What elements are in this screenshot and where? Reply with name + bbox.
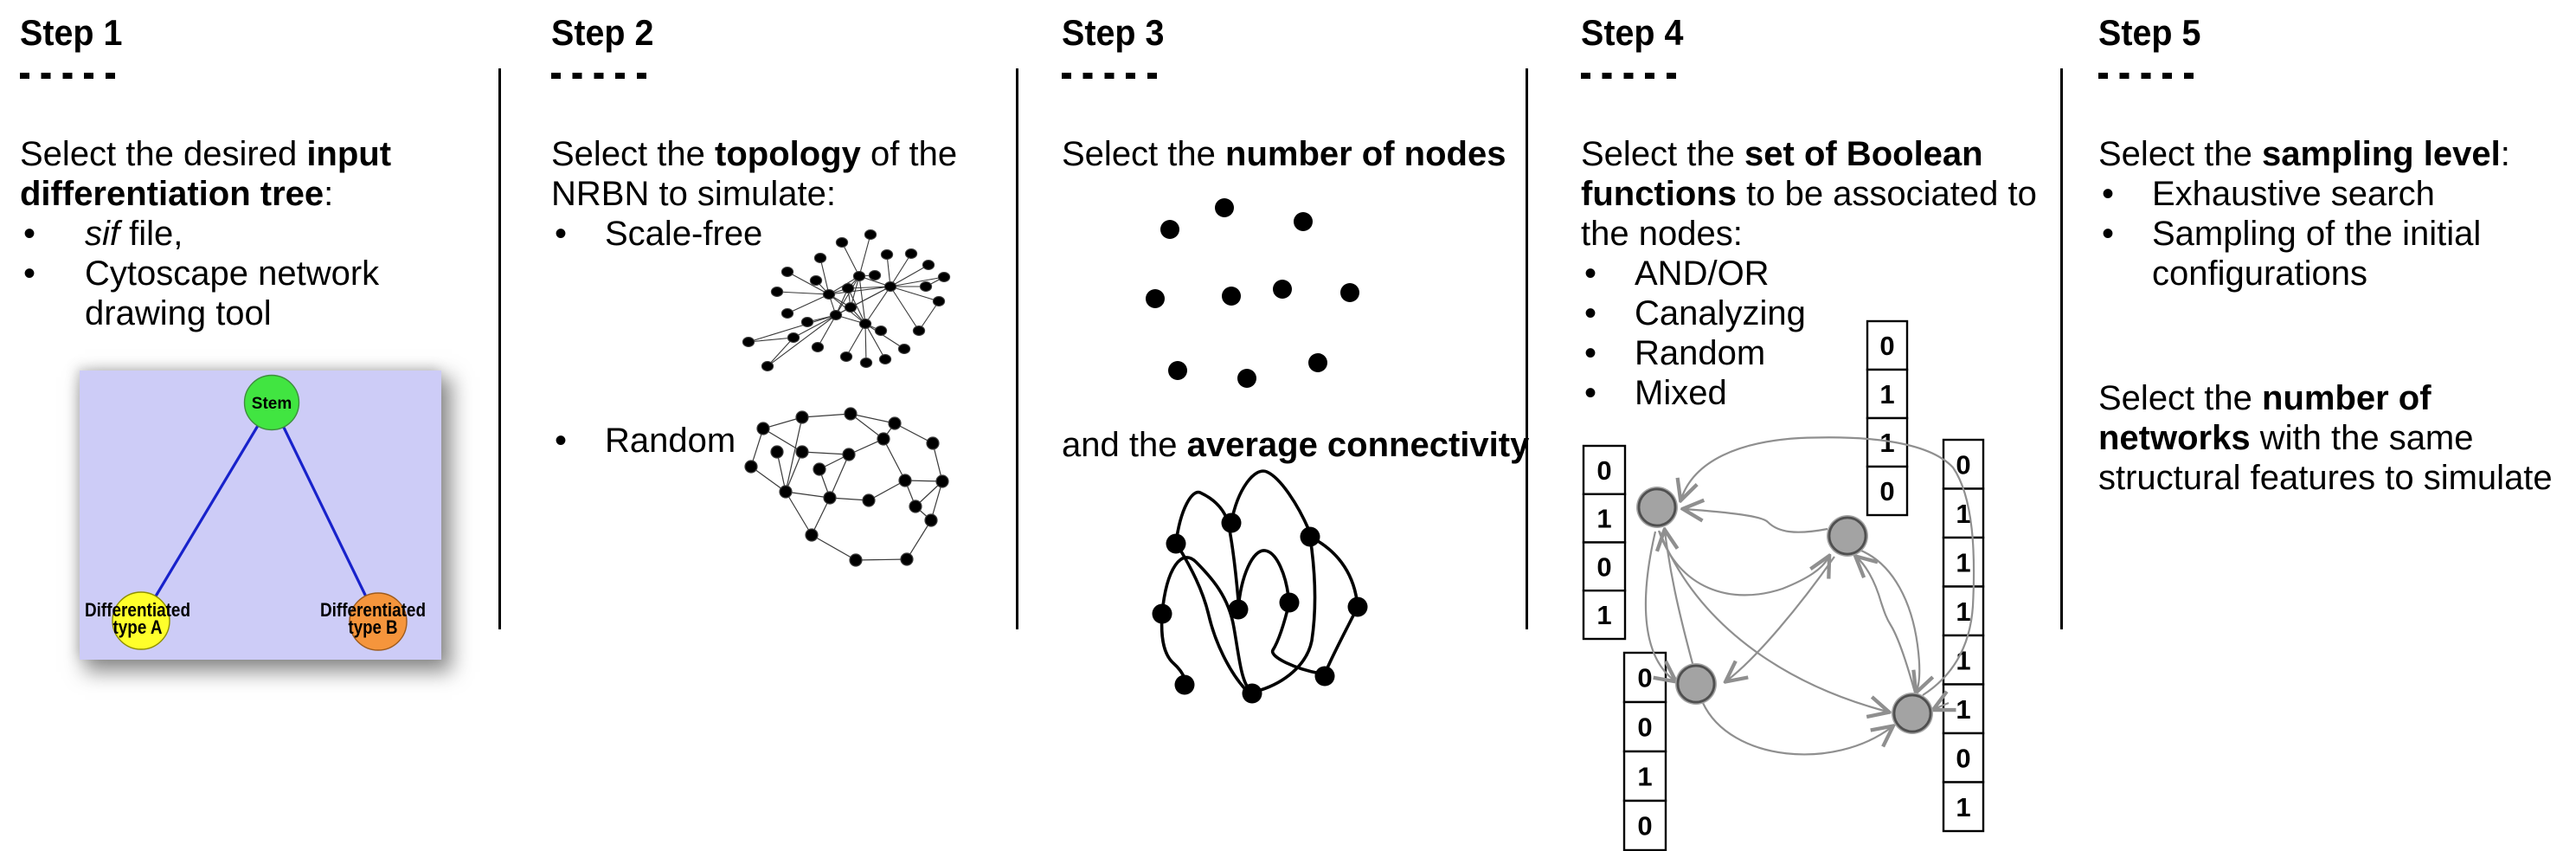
- svg-text:0: 0: [1596, 455, 1611, 486]
- svg-text:1: 1: [1956, 645, 1970, 675]
- svg-text:Differentiated: Differentiated: [320, 599, 426, 621]
- svg-text:0: 0: [1637, 712, 1652, 743]
- svg-text:1: 1: [1956, 792, 1970, 822]
- svg-text:Differentiated: Differentiated: [85, 599, 190, 621]
- svg-text:0: 0: [1956, 743, 1970, 773]
- svg-text:0: 0: [1879, 476, 1894, 506]
- svg-text:1: 1: [1879, 379, 1894, 409]
- svg-text:1: 1: [1956, 694, 1970, 725]
- svg-text:1: 1: [1596, 600, 1611, 630]
- svg-text:1: 1: [1596, 504, 1611, 534]
- svg-text:1: 1: [1956, 547, 1970, 577]
- svg-text:type B: type B: [349, 616, 398, 638]
- svg-text:0: 0: [1637, 811, 1652, 841]
- svg-text:1: 1: [1637, 762, 1652, 792]
- svg-text:0: 0: [1637, 663, 1652, 693]
- svg-text:Stem: Stem: [252, 395, 292, 413]
- svg-text:1: 1: [1956, 596, 1970, 627]
- svg-text:0: 0: [1956, 449, 1970, 480]
- svg-text:1: 1: [1879, 428, 1894, 458]
- svg-text:type A: type A: [113, 616, 163, 638]
- svg-text:0: 0: [1596, 551, 1611, 582]
- svg-text:0: 0: [1879, 331, 1894, 361]
